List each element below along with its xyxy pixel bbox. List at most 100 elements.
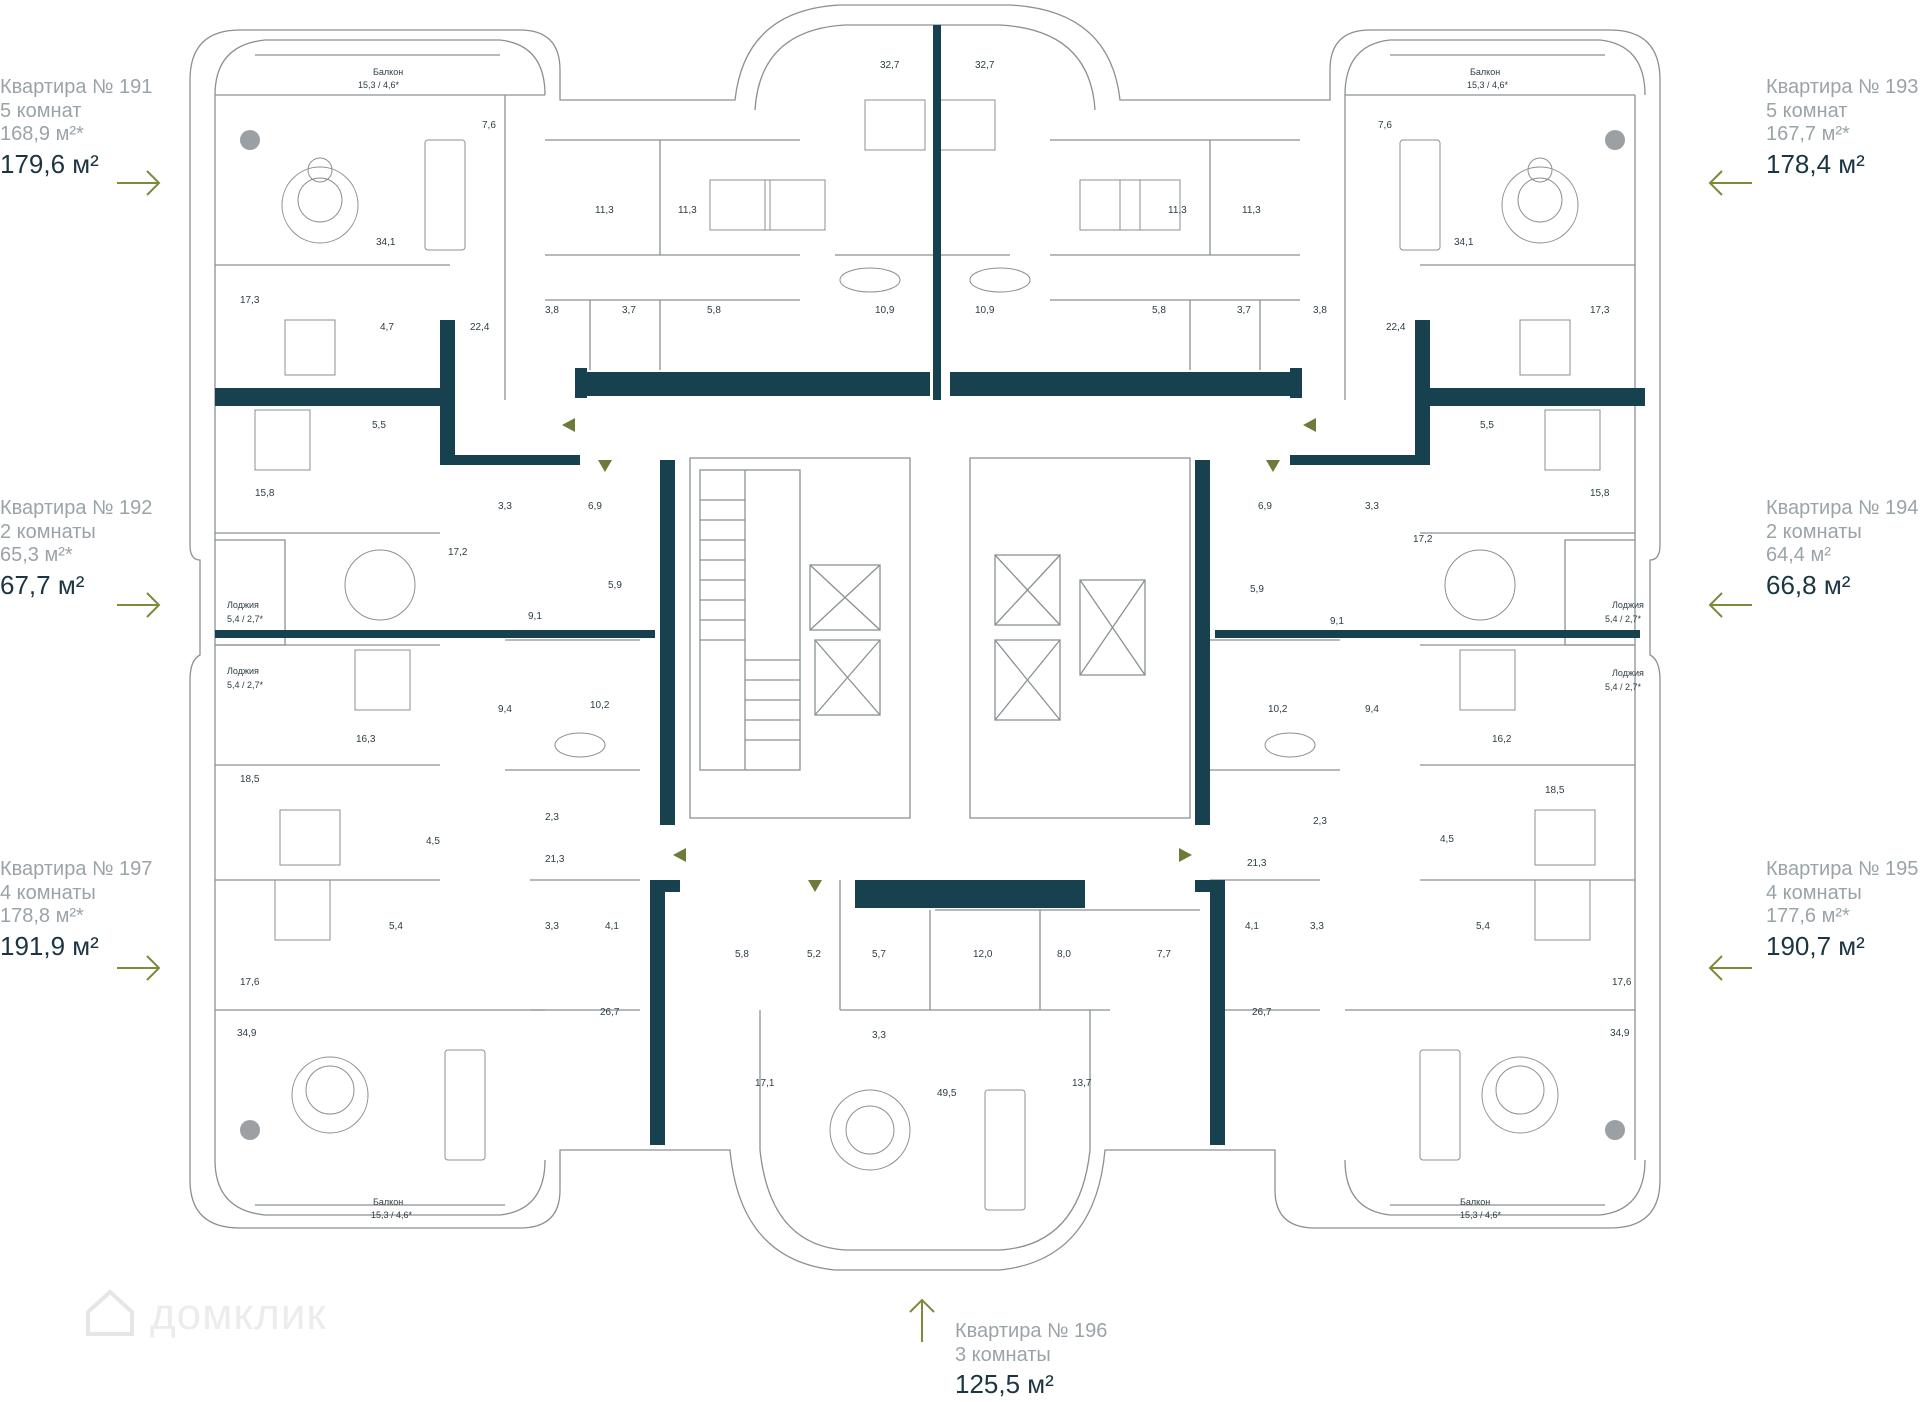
room-area: 21,3 xyxy=(1247,858,1267,869)
room-area: 5,5 xyxy=(1480,420,1494,431)
balcony-nw xyxy=(214,39,546,96)
room-area: 17,2 xyxy=(448,547,468,558)
room-area: 26,7 xyxy=(600,1007,620,1018)
room-area: 16,3 xyxy=(356,734,376,745)
apartment-196-label[interactable]: Квартира № 196 3 комнаты 125,5 м² xyxy=(955,1320,1107,1400)
room-area: 32,7 xyxy=(880,60,900,71)
room-area: 4,7 xyxy=(1415,322,1429,333)
balcony-s xyxy=(759,1149,1091,1251)
room-area: 17,6 xyxy=(240,977,260,988)
room-area: 5,4 xyxy=(1476,921,1490,932)
room-area: 21,3 xyxy=(545,854,565,865)
balcony-se xyxy=(1344,1159,1646,1216)
room-area: 3,8 xyxy=(545,305,559,316)
stair-steps xyxy=(700,499,800,741)
apartment-rooms: 3 комнаты xyxy=(955,1343,1051,1366)
balcony-area: 15,3 / 4,6* xyxy=(1467,80,1509,90)
arrow-left-icon xyxy=(1708,592,1752,618)
apartment-rooms: 2 комнаты xyxy=(1766,520,1862,543)
room-area: 13,7 xyxy=(1072,1078,1092,1089)
balcony-ne xyxy=(1344,39,1646,96)
room-area: 10,9 xyxy=(875,305,895,316)
room-area: 3,3 xyxy=(872,1030,886,1041)
apartment-197-label[interactable]: Квартира № 197 4 комнаты 178,8 м²* 191,9… xyxy=(0,858,152,961)
room-area: 15,8 xyxy=(255,488,275,499)
room-area: 3,3 xyxy=(545,921,559,932)
apartment-area-total: 191,9 м² xyxy=(0,930,99,961)
apartment-rooms: 2 комнаты xyxy=(0,520,96,543)
room-area: 11,3 xyxy=(595,205,614,216)
room-area: 8,0 xyxy=(1057,949,1071,960)
loggia-area: 5,4 / 2,7* xyxy=(227,680,264,690)
loggia-area: 5,4 / 2,7* xyxy=(1605,614,1642,624)
room-area: 17,3 xyxy=(240,295,260,306)
balcony-label: Балкон xyxy=(1470,67,1500,77)
room-area: 3,3 xyxy=(1365,501,1379,512)
apartment-area-living: 167,7 м²* xyxy=(1766,123,1850,146)
apartment-title: Квартира № 196 xyxy=(955,1320,1108,1342)
apartment-192-label[interactable]: Квартира № 192 2 комнаты 65,3 м²* 67,7 м… xyxy=(0,497,152,600)
room-area: 5,9 xyxy=(608,580,622,591)
balcony-label: Балкон xyxy=(1460,1197,1490,1207)
room-area: 2,3 xyxy=(1313,816,1327,827)
room-area: 11,3 xyxy=(1242,205,1261,216)
apartment-193-label[interactable]: Квартира № 193 5 комнат 167,7 м²* 178,4 … xyxy=(1766,76,1918,179)
room-area: 34,1 xyxy=(376,237,396,248)
apartment-title: Квартира № 192 xyxy=(0,497,153,519)
arrow-left-icon xyxy=(1708,955,1752,981)
room-area: 26,7 xyxy=(1252,1007,1272,1018)
room-area: 3,3 xyxy=(498,501,512,512)
room-area: 10,2 xyxy=(590,700,610,711)
room-area: 5,8 xyxy=(707,305,721,316)
building-outline xyxy=(189,4,1661,1271)
room-area: 17,6 xyxy=(1612,977,1632,988)
loggia-label: Лоджия xyxy=(227,600,259,610)
room-area: 5,7 xyxy=(872,949,886,960)
room-area: 34,9 xyxy=(237,1028,257,1039)
loggia-label: Лоджия xyxy=(227,666,259,676)
room-area: 7,6 xyxy=(1378,120,1392,131)
apartment-rooms: 5 комнат xyxy=(1766,99,1848,122)
apartment-area-living: 64,4 м² xyxy=(1766,544,1831,567)
apartment-area-total: 67,7 м² xyxy=(0,569,85,600)
apartment-area-total: 179,6 м² xyxy=(0,148,99,179)
room-area: 22,4 xyxy=(470,322,490,333)
loggia-label: Лоджия xyxy=(1612,668,1644,678)
room-area: 49,5 xyxy=(937,1088,957,1099)
room-area: 17,1 xyxy=(755,1078,775,1089)
balcony-label: Балкон xyxy=(373,1197,403,1207)
room-area: 3,3 xyxy=(1310,921,1324,932)
room-area: 5,8 xyxy=(1152,305,1166,316)
arrow-right-icon xyxy=(117,170,161,196)
apartment-rooms: 4 комнаты xyxy=(1766,881,1862,904)
room-area: 5,9 xyxy=(1250,584,1264,595)
room-area: 7,7 xyxy=(1157,949,1171,960)
apartment-area-living: 178,8 м²* xyxy=(0,905,84,928)
apartment-191-label[interactable]: Квартира № 191 5 комнат 168,9 м²* 179,6 … xyxy=(0,76,152,179)
room-area: 4,7 xyxy=(380,322,394,333)
apartment-194-label[interactable]: Квартира № 194 2 комнаты 64,4 м² 66,8 м² xyxy=(1766,497,1918,600)
room-area: 32,7 xyxy=(975,60,995,71)
room-area: 9,1 xyxy=(1330,616,1344,627)
room-area: 3,7 xyxy=(1237,305,1251,316)
apartment-area-living: 168,9 м²* xyxy=(0,123,84,146)
arrow-up-icon xyxy=(909,1298,935,1342)
loggia-label: Лоджия xyxy=(1612,600,1644,610)
apartment-195-label[interactable]: Квартира № 195 4 комнаты 177,6 м²* 190,7… xyxy=(1766,858,1918,961)
room-area: 5,2 xyxy=(807,949,821,960)
room-area: 17,2 xyxy=(1413,534,1433,545)
room-area: 17,3 xyxy=(1590,305,1610,316)
apartment-rooms: 4 комнаты xyxy=(0,881,96,904)
room-area: 6,9 xyxy=(588,501,602,512)
room-area: 18,5 xyxy=(240,774,260,785)
room-area: 4,5 xyxy=(1440,834,1454,845)
balcony-area: 15,3 / 4,6* xyxy=(371,1210,413,1220)
room-area: 5,5 xyxy=(372,420,386,431)
balcony-area: 15,3 / 4,6* xyxy=(358,80,400,90)
apartment-rooms: 5 комнат xyxy=(0,99,82,122)
room-area: 2,3 xyxy=(545,812,559,823)
apartment-title: Квартира № 193 xyxy=(1766,76,1919,98)
balcony-label: Балкон xyxy=(373,67,403,77)
room-area: 16,2 xyxy=(1492,734,1512,745)
